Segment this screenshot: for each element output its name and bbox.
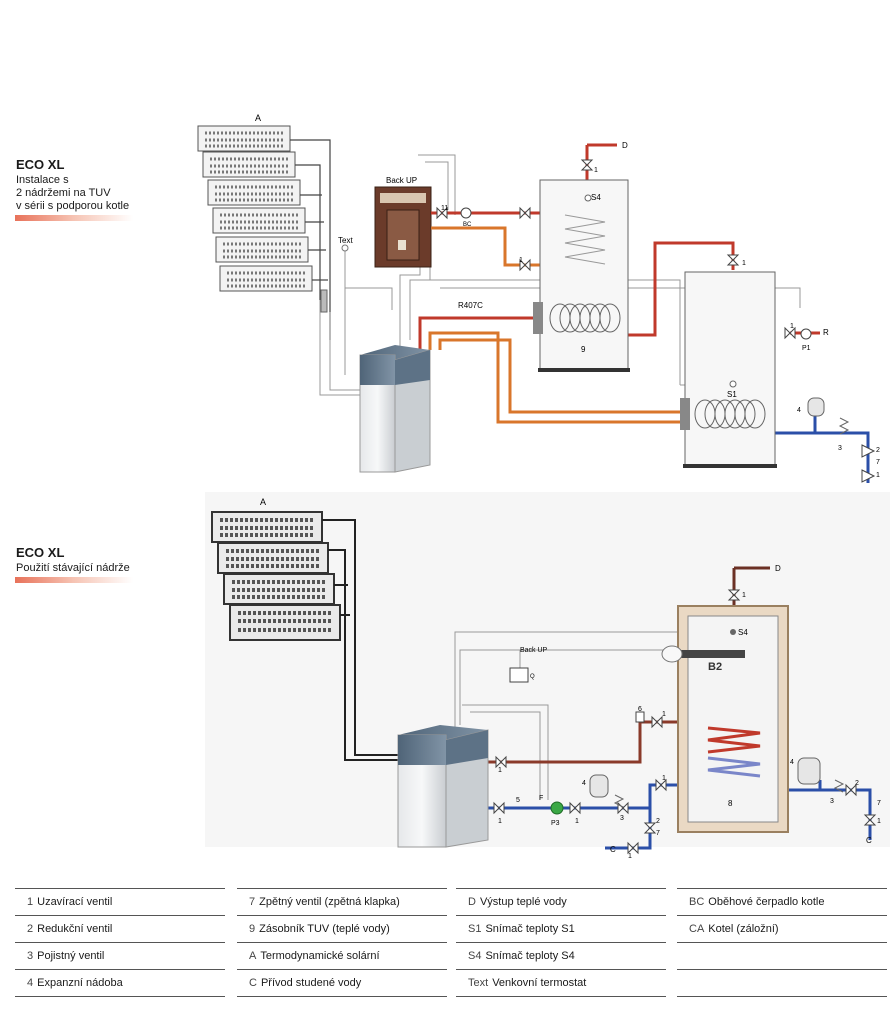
svg-text:7: 7: [656, 830, 660, 837]
label-d-d2: D: [775, 564, 781, 573]
label-r: R: [823, 328, 829, 337]
svg-text:3: 3: [620, 815, 624, 822]
label-p3: P3: [551, 820, 560, 827]
label-s4-d1: S4: [591, 193, 601, 202]
svg-text:1: 1: [662, 711, 666, 718]
svg-text:1: 1: [628, 853, 632, 860]
svg-text:11: 11: [441, 205, 448, 212]
svg-text:3: 3: [830, 798, 834, 805]
svg-text:F: F: [539, 795, 543, 802]
section1-title: ECO XL: [16, 157, 65, 172]
svg-text:2: 2: [855, 780, 859, 787]
svg-text:1: 1: [876, 472, 880, 479]
svg-text:7: 7: [877, 800, 881, 807]
svg-text:2: 2: [876, 447, 880, 454]
diagram-1: A Text Back UP: [197, 113, 880, 483]
svg-text:5: 5: [516, 797, 520, 804]
dhw-tank-9: S4 9: [533, 179, 630, 372]
label-r407c: R407C: [458, 301, 483, 310]
label-a2: A: [260, 497, 266, 507]
svg-text:6: 6: [638, 706, 642, 713]
svg-text:Q: Q: [530, 674, 535, 680]
svg-text:1: 1: [742, 592, 746, 599]
svg-text:1: 1: [575, 818, 579, 825]
svg-text:4: 4: [790, 759, 794, 766]
svg-text:1: 1: [742, 260, 746, 267]
svg-text:1: 1: [594, 167, 598, 174]
label-backup-2: Back UP: [520, 647, 548, 654]
label-b2: B2: [708, 661, 722, 673]
existing-tank-b2: S4 B2 8: [661, 605, 789, 833]
heat-pump-unit-2: [397, 725, 489, 848]
section1-subtitle-3: v sérii s podporou kotle: [16, 200, 130, 212]
label-c-d2a: C: [610, 845, 616, 854]
label-backup-1: Back UP: [386, 176, 417, 185]
diagram-2: A Q Back UP: [205, 492, 890, 860]
svg-text:BC: BC: [463, 222, 472, 228]
label-d-d1: D: [622, 141, 628, 150]
section2-accent-bar: [15, 577, 133, 583]
svg-text:1: 1: [498, 818, 502, 825]
label-a: A: [255, 113, 261, 123]
label-8: 8: [728, 799, 733, 808]
section1-subtitle-1: Instalace s: [16, 174, 69, 186]
svg-text:3: 3: [838, 445, 842, 452]
section1-subtitle-2: 2 nádržemi na TUV: [16, 187, 111, 199]
label-s1: S1: [727, 390, 737, 399]
svg-text:1: 1: [790, 323, 794, 330]
legend-item: [677, 942, 887, 969]
section2-subtitle-1: Použití stávající nádrže: [16, 562, 130, 574]
pump-p3: [550, 801, 564, 815]
label-p1: P1: [802, 345, 811, 352]
svg-text:4: 4: [797, 407, 801, 414]
section1-accent-bar: [15, 215, 133, 221]
heat-pump-unit-1: [359, 345, 431, 473]
label-c-d2b: C: [866, 836, 872, 845]
dhw-tank-2: S1: [680, 271, 777, 468]
svg-text:1: 1: [662, 775, 666, 782]
svg-text:4: 4: [582, 780, 586, 787]
svg-text:1: 1: [498, 767, 502, 774]
solar-panels-a: A: [197, 113, 331, 340]
svg-text:1: 1: [519, 257, 523, 264]
svg-text:7: 7: [876, 459, 880, 466]
section2-title: ECO XL: [16, 545, 65, 560]
solar-panels-a2: A: [211, 497, 356, 650]
backup-boiler: Back UP: [374, 176, 432, 268]
legend-item: [677, 969, 887, 997]
label-text-sensor: Text: [338, 236, 353, 245]
label-s4-d2: S4: [738, 628, 748, 637]
label-9: 9: [581, 345, 586, 354]
svg-text:1: 1: [877, 818, 881, 825]
svg-text:2: 2: [656, 818, 660, 825]
